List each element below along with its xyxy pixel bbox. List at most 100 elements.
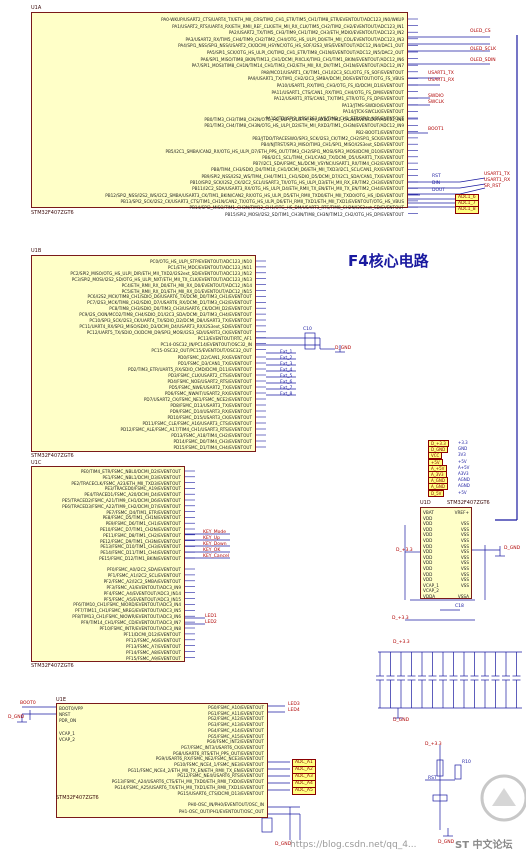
u1c-designator: U1C (31, 460, 42, 466)
net-key-up: KEY_Up (203, 536, 220, 541)
u1d-right-pin: VSS (460, 538, 469, 543)
u1c-pin: PF7/TIM11_CH1/FSMC_NREG/EVENTOUT/ADC3_IN… (75, 608, 181, 614)
u1c-pin: PF14/FSMC_A8/EVENTOUT (125, 649, 181, 655)
u1d-left-pin: VDD (423, 521, 433, 527)
u1e-right-pin: PG14/FSMC_A25/USART6_TX/ETH_MII_TXD1/ETH… (114, 784, 264, 790)
u1d-left-pin: VDD (423, 566, 433, 571)
u1b-pin: PD11/FSMC_CLE/FSMC_A16/USART3_CTS/EVENTO… (142, 421, 252, 426)
net-c10: C10 (303, 327, 312, 332)
u1a-pin: PA11/USART1_CTS/CAN1_RX/TIM1_CH4/OTG_FS_… (271, 89, 404, 95)
u1b-pin: PD9/FSMC_D14/USART3_RX/EVENTOUT (170, 409, 252, 414)
u1a-pin: PB7/I2C1_SDA/FSMC_NL/DCMI_VSYNC/USART1_R… (252, 161, 404, 167)
u1d-left-pin: VDD (423, 549, 433, 555)
u1e-left-pin: VCAP_1 (59, 730, 75, 736)
u1b-body: PC0/OTG_HS_ULPI_STP/EVENTOUT/ADC123_IN10… (31, 255, 256, 452)
u1a-pin: PB8/TIM4_CH3/SDIO_D4/TIM10_CH1/DCMI_D6/E… (211, 167, 404, 173)
u1a-pin: PA4/SPI1_NSS/SPI3_NSS/USART2_CK/DCMI_HSY… (178, 43, 404, 49)
u1d-left-pin: VDD (423, 571, 433, 577)
net-adc1-8: ADC1_8 (455, 206, 479, 214)
u1e-right-pin: PG2/FSMC_A12/EVENTOUT (208, 716, 264, 722)
net-key-down: KEY_Down (203, 542, 227, 547)
u1b-designator: U1B (31, 248, 42, 254)
u1c-pin: PF10/FSMC_INTR/EVENTOUT/ADC3_IN8 (99, 626, 181, 631)
u1d-right-pin: VSS (460, 566, 469, 571)
u1e-designator: U1E (56, 697, 66, 703)
net-capbank-gnd: D_GND (393, 718, 410, 723)
u1c-pin: PF2/FSMC_A2/I2C2_SMBA/EVENTOUT (103, 578, 181, 584)
net-adc-a5: ADC_A5 (292, 787, 316, 795)
rst-switch (432, 794, 448, 802)
u1a-pin: PB2-BOOT1/EVENTOUT (355, 129, 404, 135)
u1d-part: STM32F407ZGT6 (447, 500, 490, 506)
u1a-pin: PA10/USART1_RX/TIM1_CH3/OTG_FS_ID/DCMI_D… (276, 83, 404, 88)
u1e-right-pin: PG12/FSMC_NE4/USART6_RTS/EVENTOUT (177, 773, 264, 779)
u1b-pin: PD4/FSMC_NOE/USART2_RTS/EVENTOUT (167, 379, 252, 384)
watermark-url: https://blog.csdn.net/qq_4... (290, 840, 417, 850)
u1a-pin: PB14/SPI2_MISO/TIM1_CH2N/TIM12_CH1/OTG_H… (189, 205, 404, 211)
u1d-left-pin: VCAP_2 (423, 588, 439, 594)
net-u1e-gnd3: D_GND (438, 840, 455, 845)
net-led4: LED4 (288, 708, 300, 713)
u1a-pin: PB10/SPI2_SCK/I2S2_CK/I2C2_SCL/USART3_TX… (190, 180, 404, 185)
watermark-logo-icon (480, 774, 526, 822)
u1b-pin: PC5/ETH_RMII_RX_D1/ETH_MII_RX_D1/EVENTOU… (121, 288, 252, 294)
u1a-pin: PB5/I2C1_SMBA/CAN2_RX/OTG_HS_ULPI_D7/ETH… (165, 148, 404, 154)
u1a-pin: PA15/JTDI/SPI3_NSS/I2S3_WS/TIM2_CH1_ETR/… (265, 116, 404, 121)
u1a-pin: PB12/SPI2_NSS/I2S2_WS/I2C2_SMBA/USART3_C… (105, 192, 404, 198)
u1d-right-pin: VSS (460, 582, 469, 588)
u1e-right-pin: PG3/FSMC_A13/EVENTOUT (208, 722, 264, 728)
u1b-pin: PD12/FSMC_ALE/FSMC_A17/TIM4_CH1/USART3_R… (120, 427, 253, 432)
u1b-pin: PD15/FSMC_D1/TIM4_CH4/EVENTOUT (173, 445, 253, 450)
u1a-pin: PA6/SPI1_MISO/TIM8_BKIN/TIM13_CH1/DCMI_P… (200, 56, 404, 62)
u1d-right-pin: VSS (460, 521, 469, 527)
u1c-pin: PF6/TIM10_CH1/FSMC_NIORD/EVENTOUT/ADC3_I… (73, 602, 181, 608)
power-port-value: A+5V (458, 464, 470, 470)
u1e-right-pin: PG10/FSMC_NCE4_1/FSMC_NE3/EVENTOUT (174, 762, 264, 767)
net-oled-sclk: OLED_SCLK (470, 47, 497, 52)
net-rst: RST (432, 174, 441, 179)
net-key-mode: KEY_Mode (203, 530, 227, 535)
u1d-right-pin: VSS (460, 549, 469, 555)
ext-net-label: Ext_3 (280, 362, 293, 367)
net-r10: R10 (462, 760, 471, 765)
u1e-right-pin: PG7/FSMC_INT3/USART6_CK/EVENTOUT (181, 744, 264, 750)
u1d-left-pin: VDD (423, 526, 433, 532)
u1a-pin: PB13/SPI2_SCK/I2S2_CK/USART3_CTS/TIM1_CH… (120, 198, 404, 204)
power-port-label: D_5V (428, 489, 445, 497)
u1a-pin: PB6/I2C1_SCL/TIM4_CH1/CAN2_TX/DCMI_D5/US… (262, 154, 404, 160)
u1c-pin: PE9/FSMC_D6/TIM1_CH1/EVENTOUT (105, 521, 181, 527)
power-port-value: +5V (458, 489, 467, 495)
ext-net-label: Ext_6 (280, 380, 293, 385)
net-led2: LED2 (205, 620, 217, 625)
net-u1d-vcc: D_+3.3 (396, 548, 413, 553)
net-swdio: SWDIO (428, 94, 444, 99)
net-key-cancel: KEY_Cancel (203, 554, 230, 559)
r10-resistor (454, 764, 462, 780)
u1c-pin: PE15/FSMC_D12/TIM1_BKIN/EVENTOUT (99, 556, 181, 561)
power-port-value: A3V3 (458, 471, 469, 476)
sr-wire-2 (459, 187, 486, 195)
u1d-right-pin: VSS (460, 543, 469, 549)
u1b-pin: PC10/SPI3_SCK/I2S3_CK/UART4_TX/SDIO_D2/D… (89, 318, 252, 323)
u1b-pin: PC14-OSC32_IN/PC14/EVENTOUT/OSC32_IN (160, 341, 252, 347)
u1c-pin: PF0/FSMC_A0/I2C2_SDA/EVENTOUT (106, 567, 181, 572)
u1b-pin: PD2/TIM3_ETR/UART5_RX/SDIO_CMD/DCMI_D11/… (127, 367, 252, 372)
rst-resistor (436, 759, 444, 777)
u1a-pin: PA7/SPI1_MOSI/TIM8_CH1N/TIM14_CH1/TIM3_C… (191, 63, 404, 69)
power-port-value: AGND (458, 483, 470, 489)
net-rst-sw: RST (428, 776, 437, 781)
u1e-right-pin: PG9/USART6_RX/FSMC_NE2/FSMC_NCE3/EVENTOU… (155, 756, 264, 762)
net-swclk: SWCLK (428, 100, 444, 105)
u1a-pin: PA8/MCO1/USART1_CK/TIM1_CH1/I2C3_SCL/OTG… (261, 69, 404, 75)
u1c-pin: PF11/DCMI_D12/EVENTOUT (123, 631, 182, 637)
u1c-part: STM32F407ZGT6 (31, 663, 74, 669)
u1a-pin: PB11/I2C2_SDA/USART3_RX/OTG_HS_ULPI_D4/E… (192, 186, 404, 192)
net-capbank-vcc: D_+3.3 (393, 640, 410, 645)
u1b-pin: PD8/FSMC_D13/USART3_TX/EVENTOUT (170, 403, 252, 408)
u1d-right-pin: VSS (460, 577, 469, 583)
net-oled-sdin: OLED_SDIN (470, 58, 496, 63)
u1c-pin: PE11/FSMC_D8/TIM1_CH2/EVENTOUT (103, 532, 181, 538)
